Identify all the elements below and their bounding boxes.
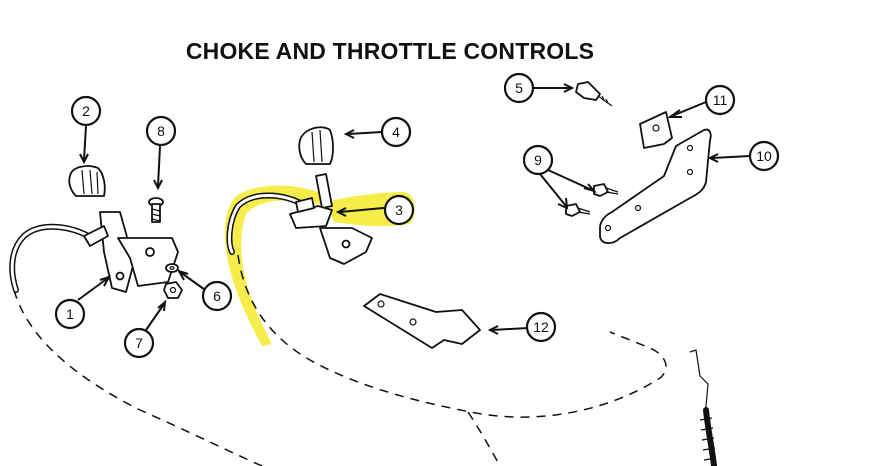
callout-12-number: 12 [533, 319, 549, 335]
cable-end-right [689, 349, 717, 466]
callout-7: 7 [123, 327, 155, 359]
leader-lines [77, 83, 751, 335]
diagram-title: CHOKE AND THROTTLE CONTROLS [185, 38, 595, 64]
callout-3-number: 3 [395, 202, 403, 218]
callout-7-number: 7 [135, 335, 143, 351]
callout-6-number: 6 [213, 288, 221, 304]
part-8-screw [148, 197, 164, 223]
part-9-screws [565, 183, 619, 217]
part-2-choke-knob [68, 165, 106, 197]
callout-12: 12 [525, 311, 557, 343]
part-4-throttle-knob [298, 126, 334, 165]
part-1-choke-control-assembly [9, 211, 179, 293]
part-5-screw [575, 81, 613, 107]
callout-8: 8 [145, 115, 177, 147]
part-11-clip [639, 111, 673, 149]
callout-1: 1 [54, 298, 86, 330]
callout-3: 3 [383, 194, 415, 226]
callout-2-number: 2 [82, 103, 90, 119]
callout-11-number: 11 [713, 92, 728, 108]
callout-4: 4 [380, 116, 412, 148]
callout-9-number: 9 [534, 152, 542, 168]
part-7-nut [163, 281, 183, 299]
callout-5: 5 [503, 72, 535, 104]
callout-2: 2 [70, 95, 102, 127]
highlight-cable-3 [224, 185, 334, 346]
callout-9: 9 [522, 144, 554, 176]
callout-6: 6 [201, 280, 233, 312]
callout-1-number: 1 [66, 306, 74, 322]
part-10-bracket [599, 128, 712, 244]
cable-routing-dashed [13, 254, 667, 466]
callout-5-number: 5 [515, 80, 523, 96]
callout-11: 11 [704, 84, 736, 116]
part-12-plate [363, 293, 481, 349]
callout-10: 10 [748, 140, 780, 172]
callout-10-number: 10 [756, 148, 772, 164]
callout-4-number: 4 [392, 124, 400, 140]
part-3-throttle-control-assembly [226, 173, 373, 265]
part-6-washer [165, 263, 179, 273]
callout-8-number: 8 [157, 123, 165, 139]
